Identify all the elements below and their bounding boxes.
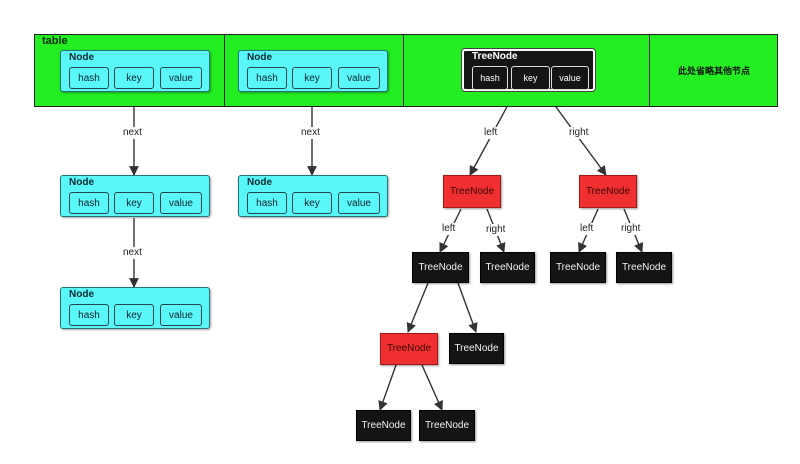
tree-node-black: TreeNode <box>550 252 606 283</box>
node-title: Node <box>69 177 94 188</box>
tree-node-red: TreeNode <box>443 175 501 208</box>
node-field-key: key <box>114 67 154 89</box>
node-field-key: key <box>292 192 332 214</box>
tree-node-black: TreeNode <box>419 410 475 441</box>
bucket-divider <box>403 34 404 107</box>
tree-node-black: TreeNode <box>449 333 504 364</box>
treenode-root-box: TreeNode hash key value <box>462 49 595 91</box>
omitted-nodes-label: 此处省略其他节点 <box>677 67 750 77</box>
edge-label-left: left <box>483 127 499 139</box>
node-field-hash: hash <box>69 304 109 326</box>
treenode-field-value: value <box>551 66 589 90</box>
bucket-divider <box>224 34 225 107</box>
node-field-value: value <box>338 192 380 214</box>
node-field-hash: hash <box>69 67 109 89</box>
node-field-value: value <box>338 67 380 89</box>
treenode-field-hash: hash <box>472 66 508 90</box>
treenode-field-key: key <box>511 66 550 90</box>
tree-node-black: TreeNode <box>616 252 672 283</box>
node-title: Node <box>247 177 272 188</box>
node-title: Node <box>69 289 94 300</box>
node-box: Node hash key value <box>238 175 388 217</box>
treenode-title: TreeNode <box>472 51 518 62</box>
node-field-key: key <box>114 192 154 214</box>
bucket-divider <box>649 34 650 107</box>
node-field-key: key <box>114 304 154 326</box>
node-box: Node hash key value <box>238 50 388 92</box>
arrow-left-d <box>378 364 397 411</box>
table-label: table <box>42 35 68 47</box>
edge-label-left: left <box>579 223 595 235</box>
tree-node-black: TreeNode <box>412 252 469 283</box>
edge-label-right: right <box>568 127 590 139</box>
edge-label-right: right <box>620 223 642 235</box>
tree-node-black: TreeNode <box>480 252 535 283</box>
edge-label-next: next <box>122 247 143 259</box>
arrow-left-c <box>406 282 429 333</box>
edge-label-left: left <box>441 223 457 235</box>
tree-node-red: TreeNode <box>579 175 637 208</box>
node-box: Node hash key value <box>60 50 210 92</box>
node-field-hash: hash <box>247 67 287 89</box>
edge-label-next: next <box>122 127 143 139</box>
node-field-hash: hash <box>247 192 287 214</box>
edge-label-right: right <box>485 224 507 236</box>
node-field-hash: hash <box>69 192 109 214</box>
node-field-key: key <box>292 67 332 89</box>
node-field-value: value <box>160 304 202 326</box>
arrow-right-d <box>421 364 443 411</box>
tree-node-red: TreeNode <box>380 333 438 365</box>
node-field-value: value <box>160 192 202 214</box>
arrow-right-c <box>457 282 478 333</box>
node-box: Node hash key value <box>60 287 210 329</box>
edge-label-next: next <box>300 127 321 139</box>
node-box: Node hash key value <box>60 175 210 217</box>
node-field-value: value <box>160 67 202 89</box>
tree-node-black: TreeNode <box>356 410 411 441</box>
node-title: Node <box>69 52 94 63</box>
node-title: Node <box>247 52 272 63</box>
